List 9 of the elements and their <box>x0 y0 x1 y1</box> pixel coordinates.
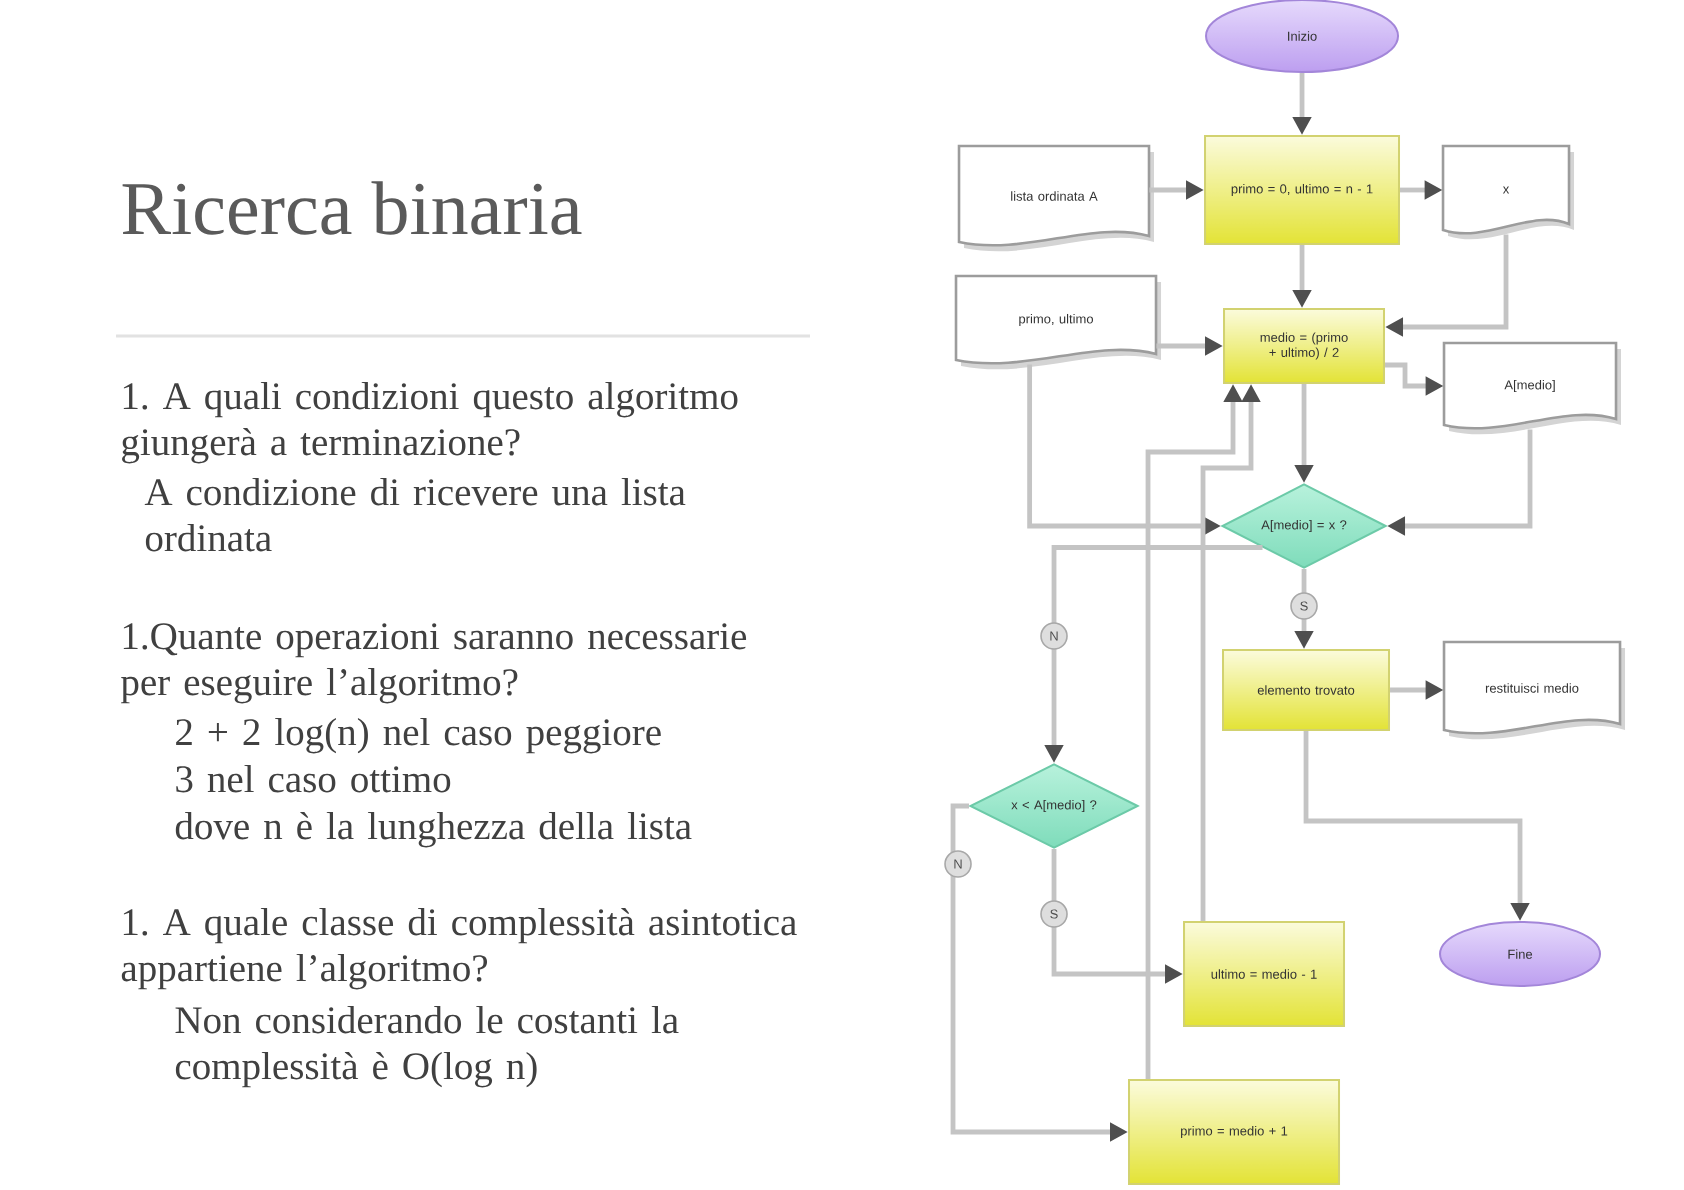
answer-text: A condizione di ricevere una lista ordinata <box>144 477 686 552</box>
question-text: 1. A quale classe di complessità asintotica appartiene l’algoritmo? <box>121 907 797 990</box>
question-text: 1. A quali condizioni questo algoritmo giungerà a terminazione? <box>122 381 738 464</box>
answer-text: 3 nel caso ottimo <box>176 764 451 793</box>
answer-text: Non considerando le costanti la complessità è O(log n) <box>175 1006 679 1088</box>
question-text: 1.Quante operazioni saranno necessarie per eseguire l’algoritmo? <box>121 623 747 704</box>
answer-text: 2 + 2 log(n) nel caso peggiore <box>176 717 661 754</box>
title: Ricerca binaria <box>122 181 582 235</box>
answer-text: dove n è la lunghezza della lista <box>175 811 692 848</box>
